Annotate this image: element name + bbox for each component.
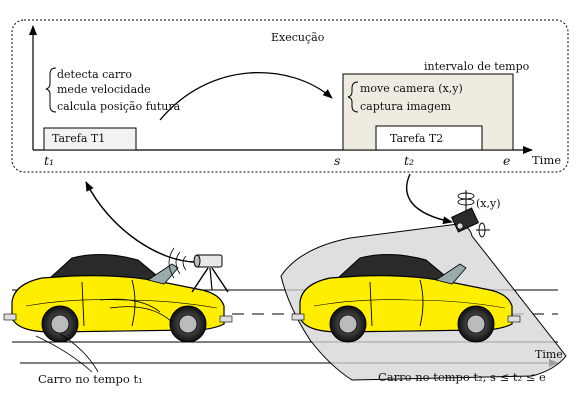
caption-car-t1: Carro no tempo t₁ <box>38 372 143 386</box>
arrow-t1-to-interval <box>159 72 333 121</box>
brace-left <box>45 67 57 113</box>
arrow-camera-to-panel <box>85 181 197 263</box>
surveillance-camera <box>168 247 229 293</box>
camera-coordinate-label: (x,y) <box>476 197 501 210</box>
road-time-label: Time <box>535 348 563 361</box>
time-axis-label: Time <box>532 153 562 167</box>
tick-t1: t₁ <box>44 153 55 168</box>
execution-title: Execução <box>271 31 325 44</box>
brace-line-2: mede velocidade <box>57 83 151 96</box>
brace-line-1: detecta carro <box>57 68 132 81</box>
interval-label: intervalo de tempo <box>424 60 530 73</box>
car-t1 <box>3 253 233 343</box>
tick-e: e <box>503 153 511 168</box>
task1-label: Tarefa T1 <box>52 132 106 145</box>
brace-interval <box>347 81 359 113</box>
pan-tilt-camera <box>450 190 490 238</box>
arrow-t2-to-camera <box>405 173 453 225</box>
interval-line-2: captura imagem <box>360 100 452 113</box>
execution-panel-border <box>11 19 569 173</box>
task2-box <box>375 125 483 151</box>
motion-lines <box>35 298 173 373</box>
task2-label: Tarefa T2 <box>390 132 444 145</box>
tick-t2: t₂ <box>404 153 415 168</box>
tick-s: s <box>334 153 341 168</box>
caption-car-t2: Carro no tempo t₂, s ≤ t₂ ≤ e <box>378 370 546 384</box>
task1-box <box>43 127 137 151</box>
interval-line-1: move camera (x,y) <box>360 82 463 95</box>
brace-line-3: calcula posição futura <box>57 100 181 113</box>
